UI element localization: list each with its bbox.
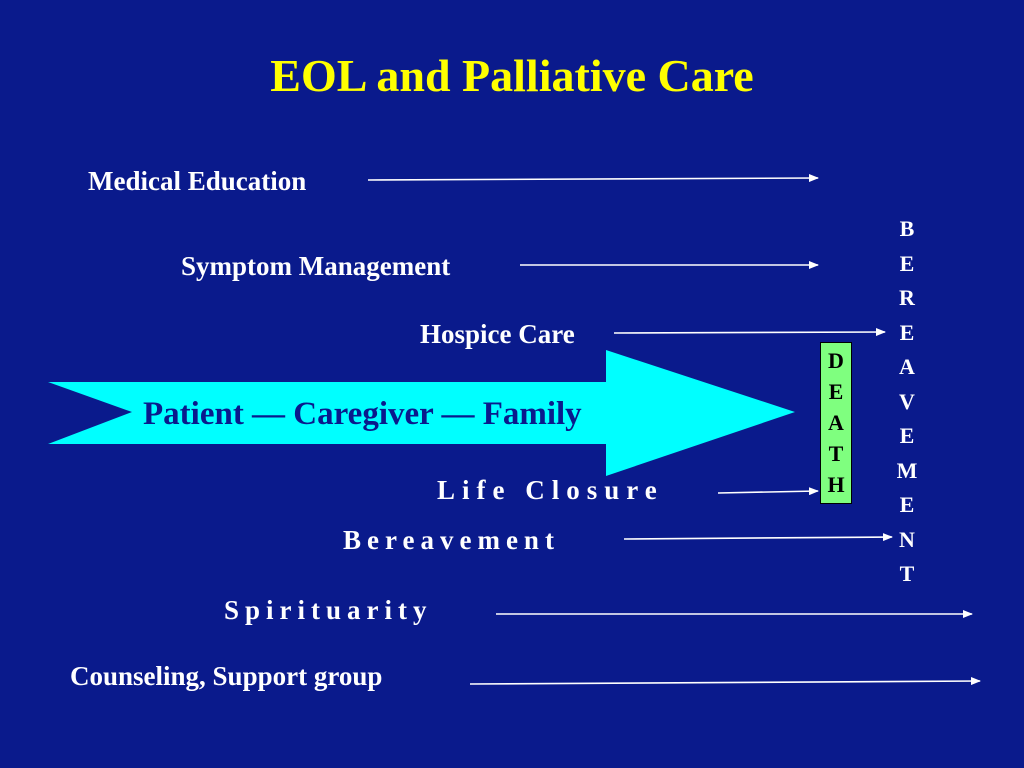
life-closure-arrow: [717, 487, 819, 496]
death-letter: A: [828, 409, 844, 435]
bereavement-letter: N: [899, 526, 915, 552]
label-bereavement: Bereavement: [343, 525, 560, 555]
bereavement-letter: E: [899, 492, 915, 517]
death-letter: D: [828, 347, 844, 373]
bereavement-vertical-text: B E R E A V E M E N T: [892, 212, 922, 592]
label-medical-education: Medical Education: [88, 166, 307, 196]
bereavement-letter: E: [899, 250, 915, 276]
bereavement-letter: M: [896, 457, 918, 483]
arrow-text-patient-caregiver-family: Patient — Caregiver — Family: [143, 396, 582, 432]
label-hospice-care: Hospice Care: [420, 319, 575, 349]
medical-education-arrow: [367, 174, 819, 183]
big-cyan-arrow: [48, 350, 795, 476]
death-box: D E A T H: [820, 342, 852, 504]
bereavement-arrow: [623, 533, 893, 542]
bereavement-letter: T: [899, 561, 915, 586]
death-letter: E: [828, 378, 844, 404]
label-spirituarity: Spirituarity: [224, 595, 433, 625]
counseling-arrow: [469, 677, 981, 686]
bereavement-letter: R: [899, 285, 915, 310]
bereavement-letter: E: [899, 423, 915, 448]
bereavement-letter: B: [899, 216, 915, 241]
label-life-closure: Life Closure: [437, 475, 664, 505]
hospice-care-arrow: [613, 328, 886, 337]
death-letter: H: [827, 472, 845, 498]
bereavement-letter: V: [899, 388, 915, 414]
death-letter: T: [828, 441, 844, 467]
label-symptom-management: Symptom Management: [181, 251, 451, 281]
bereavement-letter: A: [899, 354, 915, 379]
slide-title: EOL and Palliative Care: [270, 50, 754, 101]
bereavement-letter: E: [899, 319, 915, 345]
label-counseling-support-group: Counseling, Support group: [70, 661, 383, 691]
